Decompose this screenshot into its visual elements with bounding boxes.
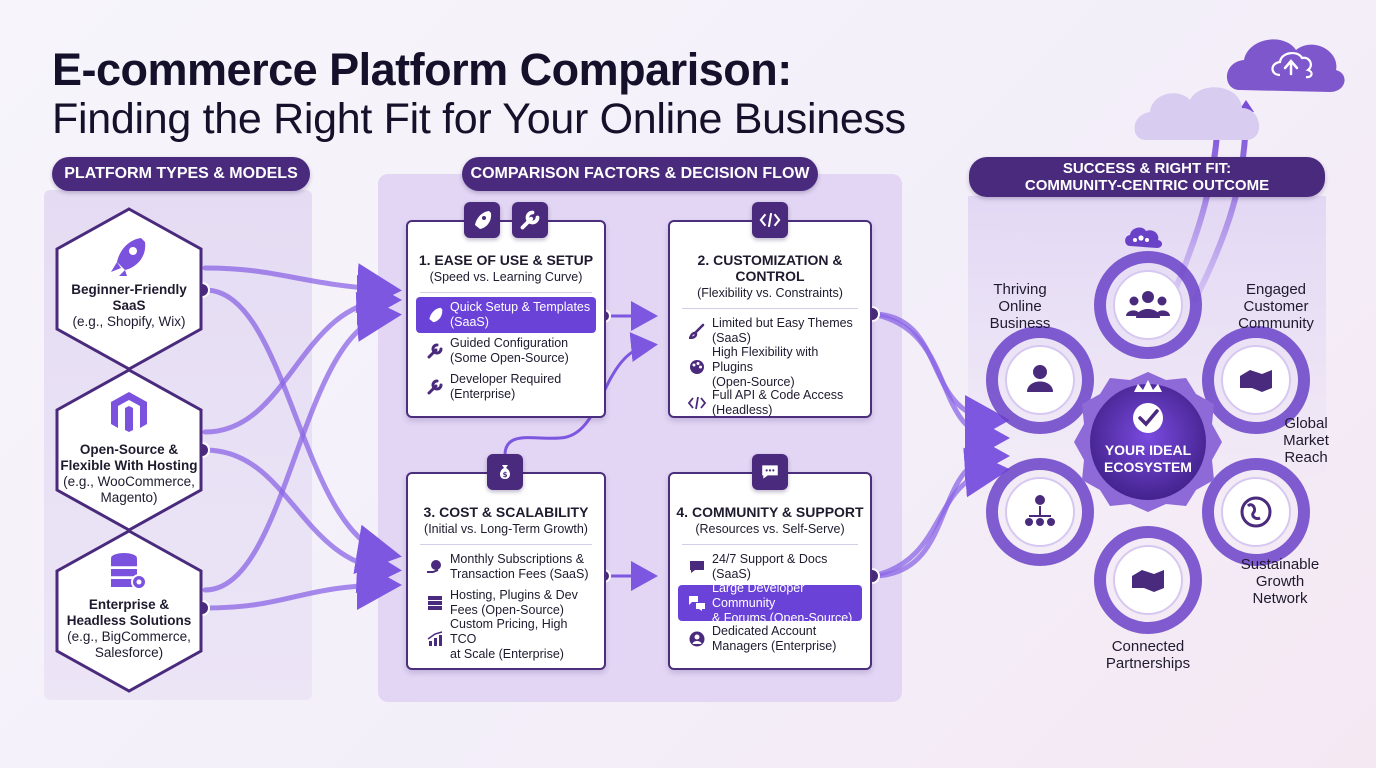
- factor-title: 4. COMMUNITY & SUPPORT: [676, 504, 864, 520]
- platform-saas-name-1: Beginner-Friendly: [71, 282, 187, 297]
- platform-ent-name-1: Enterprise &: [88, 597, 170, 612]
- wrench-icon: [420, 379, 450, 395]
- cloud-icon: [1134, 39, 1345, 140]
- rocket-icon: [464, 202, 500, 238]
- code-icon: [752, 202, 788, 238]
- factor-subtitle: (Flexibility vs. Constraints): [697, 286, 843, 300]
- page-title: E-commerce Platform Comparison:: [52, 44, 792, 95]
- section-comparison: COMPARISON FACTORS & DECISION FLOW: [462, 157, 818, 191]
- svg-text:$: $: [503, 471, 508, 479]
- ecosystem-center: YOUR IDEAL ECOSYSTEM: [1104, 442, 1192, 475]
- platform-saas-label: Beginner-Friendly SaaS (e.g., Shopify, W…: [62, 282, 196, 330]
- factor-item: 24/7 Support & Docs(SaaS): [678, 549, 862, 585]
- factor-card-cost: 3. COST & SCALABILITY (Initial vs. Long-…: [406, 472, 606, 670]
- server-icon: [420, 595, 450, 611]
- factor-item: Monthly Subscriptions &Transaction Fees …: [416, 549, 596, 585]
- forum-icon: [682, 595, 712, 611]
- factor-item: Full API & Code Access(Headless): [678, 385, 862, 421]
- platform-open-source-label: Open-Source & Flexible With Hosting (e.g…: [58, 442, 200, 506]
- factor-item: High Flexibility with Plugins(Open-Sourc…: [678, 345, 862, 389]
- factor-item: Limited but Easy Themes(SaaS): [678, 313, 862, 349]
- factor-title: 1. EASE OF USE & SETUP: [418, 252, 594, 268]
- factor-item: Large Developer Community& Forums (Open-…: [678, 581, 862, 625]
- platform-saas-example: (e.g., Shopify, Wix): [72, 314, 186, 329]
- rocket-icon: [420, 307, 450, 323]
- chat-icon: [682, 559, 712, 575]
- platform-enterprise-label: Enterprise & Headless Solutions (e.g., B…: [60, 597, 198, 661]
- wrench-icon: [512, 202, 548, 238]
- coin-hand-icon: [420, 559, 450, 575]
- platform-ent-example-2: Salesforce): [94, 645, 164, 660]
- factor-item: Guided Configuration(Some Open-Source): [416, 333, 596, 369]
- chart-icon: [420, 631, 450, 647]
- factor-card-community: 4. COMMUNITY & SUPPORT (Resources vs. Se…: [668, 472, 872, 670]
- platform-ent-name-2: Headless Solutions: [66, 613, 192, 628]
- platform-os-example-2: Magento): [100, 490, 158, 505]
- money-bag-icon: $: [487, 454, 523, 490]
- platform-ent-example-1: (e.g., BigCommerce,: [67, 629, 191, 644]
- platform-os-example-1: (e.g., WooCommerce,: [63, 474, 195, 489]
- chat-icon: [752, 454, 788, 490]
- manager-icon: [682, 631, 712, 647]
- success-title-line1: SUCCESS & RIGHT FIT:: [1062, 160, 1232, 177]
- palette-icon: [682, 359, 712, 375]
- factor-title: 3. COST & SCALABILITY: [423, 504, 589, 520]
- factor-card-ease: 1. EASE OF USE & SETUP (Speed vs. Learni…: [406, 220, 606, 418]
- platform-os-name-1: Open-Source &: [79, 442, 179, 457]
- section-platform-types: PLATFORM TYPES & MODELS: [52, 157, 310, 191]
- wrench-icon: [420, 343, 450, 359]
- section-success: SUCCESS & RIGHT FIT: COMMUNITY-CENTRIC O…: [969, 157, 1325, 197]
- success-title-line2: COMMUNITY-CENTRIC OUTCOME: [1024, 177, 1270, 194]
- factor-title: 2. CUSTOMIZATION & CONTROL: [697, 252, 843, 284]
- factor-card-customization: 2. CUSTOMIZATION & CONTROL (Flexibility …: [668, 220, 872, 418]
- factor-subtitle: (Resources vs. Self-Serve): [695, 522, 845, 536]
- platform-saas-name-2: SaaS: [112, 298, 146, 313]
- platform-os-name-2: Flexible With Hosting: [60, 458, 198, 473]
- factor-subtitle: (Initial vs. Long-Term Growth): [424, 522, 588, 536]
- page-subtitle: Finding the Right Fit for Your Online Bu…: [52, 95, 906, 143]
- code-icon: [682, 396, 712, 410]
- factor-item: Developer Required(Enterprise): [416, 369, 596, 405]
- factor-subtitle: (Speed vs. Learning Curve): [429, 270, 583, 284]
- factor-item: Quick Setup & Templates(SaaS): [416, 297, 596, 333]
- brush-icon: [682, 323, 712, 339]
